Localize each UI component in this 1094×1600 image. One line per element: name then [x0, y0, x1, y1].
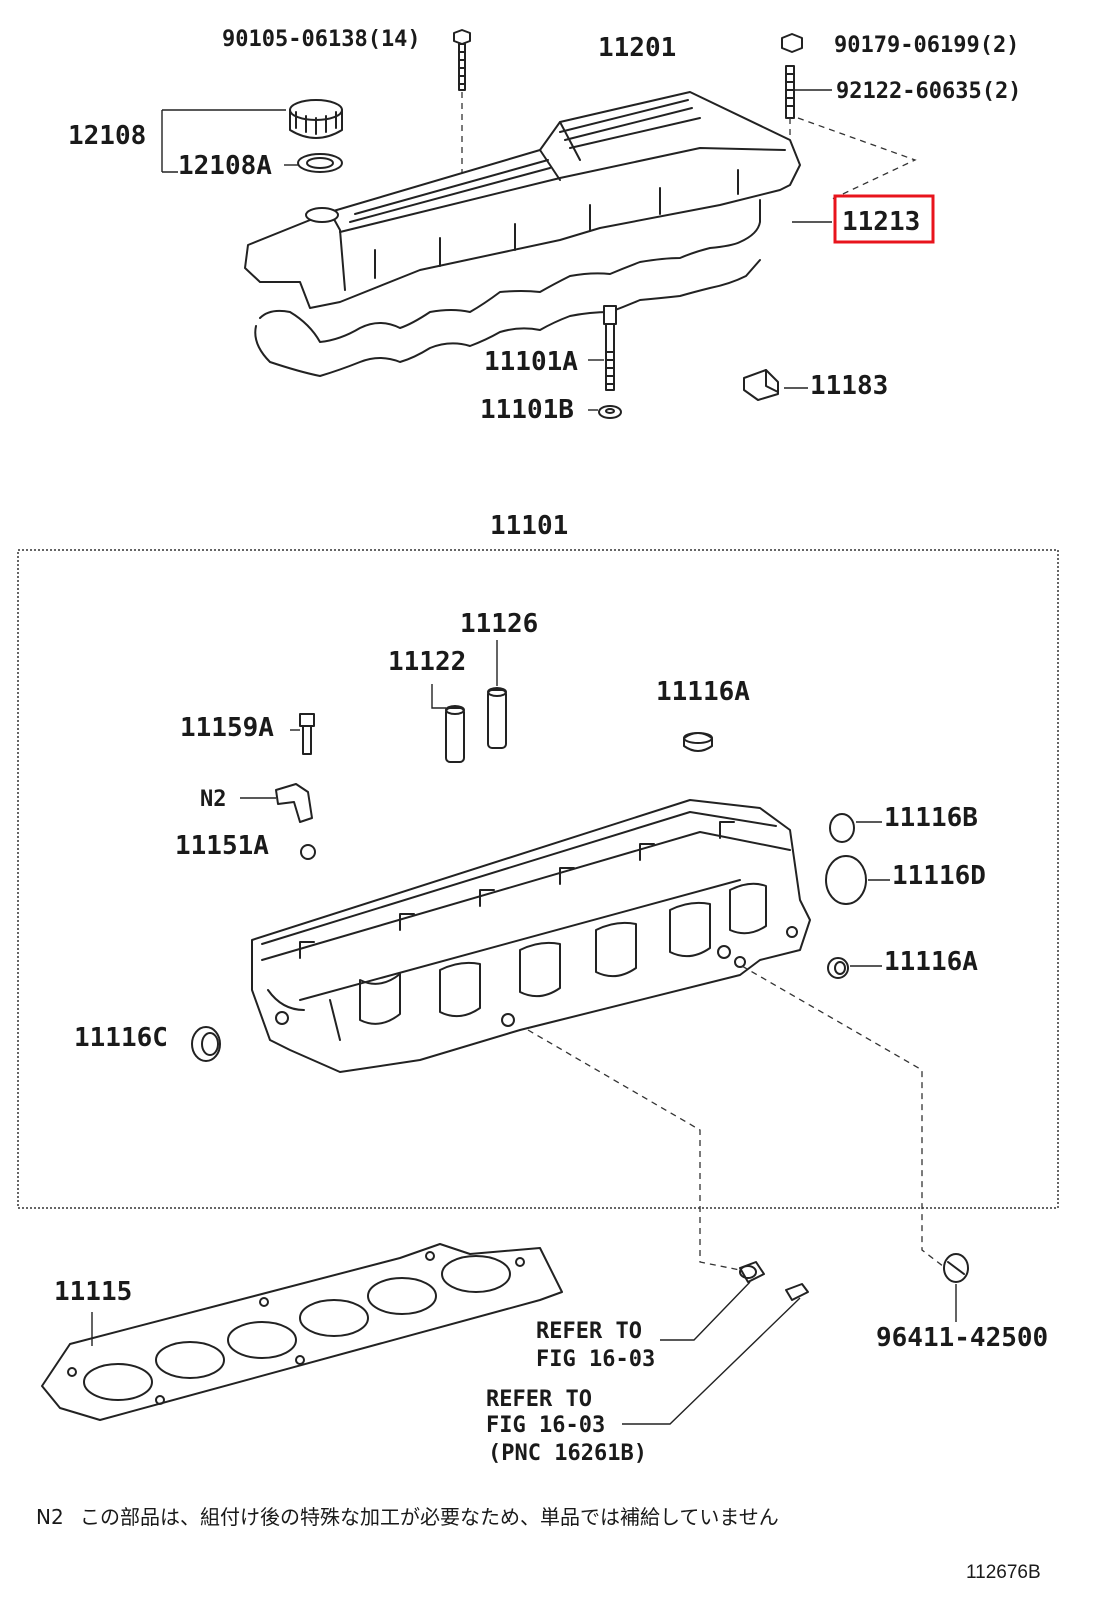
label-n2[interactable]: N2 [200, 787, 227, 812]
pin-96411-icon [943, 1253, 969, 1283]
footnote-text: この部品は、組付け後の特殊な加工が必要なため、単品では補給していません [80, 1505, 779, 1529]
head-cover-gasket-icon [254, 199, 761, 377]
oil-filler-cap-icon [289, 99, 343, 139]
refer-1-line2[interactable]: FIG 16-03 [536, 1347, 655, 1372]
cap-gasket-icon [297, 153, 343, 173]
label-11122[interactable]: 11122 [388, 647, 466, 677]
cylinder-head-assy-frame [17, 549, 1059, 1209]
plug-11116B-icon [829, 813, 855, 843]
footnote-marker: N2 [36, 1505, 64, 1529]
label-92122[interactable]: 92122-60635(2) [836, 79, 1021, 104]
part-11151A-icon [300, 844, 316, 860]
dowel-pin-b-icon [785, 1283, 809, 1301]
head-cover-group [161, 29, 917, 419]
plug-11116D-icon [825, 855, 867, 905]
label-90105[interactable]: 90105-06138(14) [222, 27, 421, 52]
nut-90179-icon [781, 33, 803, 53]
labels: 90105-06138(14) 11201 90179-06199(2) 921… [54, 27, 1048, 1466]
label-11116A-mid[interactable]: 11116A [884, 947, 978, 977]
cylinder-head-gasket-icon [41, 1243, 563, 1421]
stud-92122-icon [785, 65, 795, 119]
label-11183[interactable]: 11183 [810, 371, 888, 401]
diagram-code: 112676B [966, 1562, 1041, 1583]
label-11116B[interactable]: 11116B [884, 803, 978, 833]
highlight-box-11213 [833, 194, 935, 244]
label-12108A[interactable]: 12108A [178, 151, 272, 181]
plug-11116C-icon [191, 1026, 221, 1062]
label-11116A-top[interactable]: 11116A [656, 677, 750, 707]
refer-2-line3[interactable]: (PNC 16261B) [488, 1441, 647, 1466]
label-11213[interactable]: 11213 [842, 207, 920, 237]
label-11201[interactable]: 11201 [598, 33, 676, 63]
label-11116D[interactable]: 11116D [892, 861, 986, 891]
seal-11183-icon [743, 369, 779, 401]
plug-11116A-top-icon [683, 732, 713, 752]
valve-guide-11122-icon [445, 705, 465, 763]
label-12108[interactable]: 12108 [68, 121, 146, 151]
dowel-pin-a-icon [739, 1261, 765, 1283]
label-11115[interactable]: 11115 [54, 1277, 132, 1307]
washer-11101B-icon [598, 405, 622, 419]
bracket-n2-icon [275, 783, 313, 823]
label-96411[interactable]: 96411-42500 [876, 1323, 1048, 1353]
bolt-11159A-icon [299, 713, 315, 755]
plug-11116A-mid-icon [827, 957, 849, 979]
bolt-11101A-icon [603, 305, 617, 391]
head-gasket-group [41, 1243, 969, 1425]
label-11126[interactable]: 11126 [460, 609, 538, 639]
label-11151A[interactable]: 11151A [175, 831, 269, 861]
cylinder-head-cover-icon [244, 91, 801, 309]
label-11101B[interactable]: 11101B [480, 395, 574, 425]
refer-2-line1[interactable]: REFER TO [486, 1387, 592, 1412]
label-11101[interactable]: 11101 [490, 511, 568, 541]
refer-1-line1[interactable]: REFER TO [536, 1319, 642, 1344]
label-11101A[interactable]: 11101A [484, 347, 578, 377]
label-11116C[interactable]: 11116C [74, 1023, 168, 1053]
bolt-90105-icon [453, 29, 471, 91]
cylinder-head-icon [251, 799, 811, 1073]
refer-2-line2[interactable]: FIG 16-03 [486, 1413, 605, 1438]
footnote: N2 この部品は、組付け後の特殊な加工が必要なため、単品では補給していません [36, 1505, 779, 1529]
cylinder-head-group [191, 640, 949, 1271]
valve-guide-11126-icon [487, 687, 507, 749]
label-11159A[interactable]: 11159A [180, 713, 274, 743]
label-90179[interactable]: 90179-06199(2) [834, 33, 1019, 58]
